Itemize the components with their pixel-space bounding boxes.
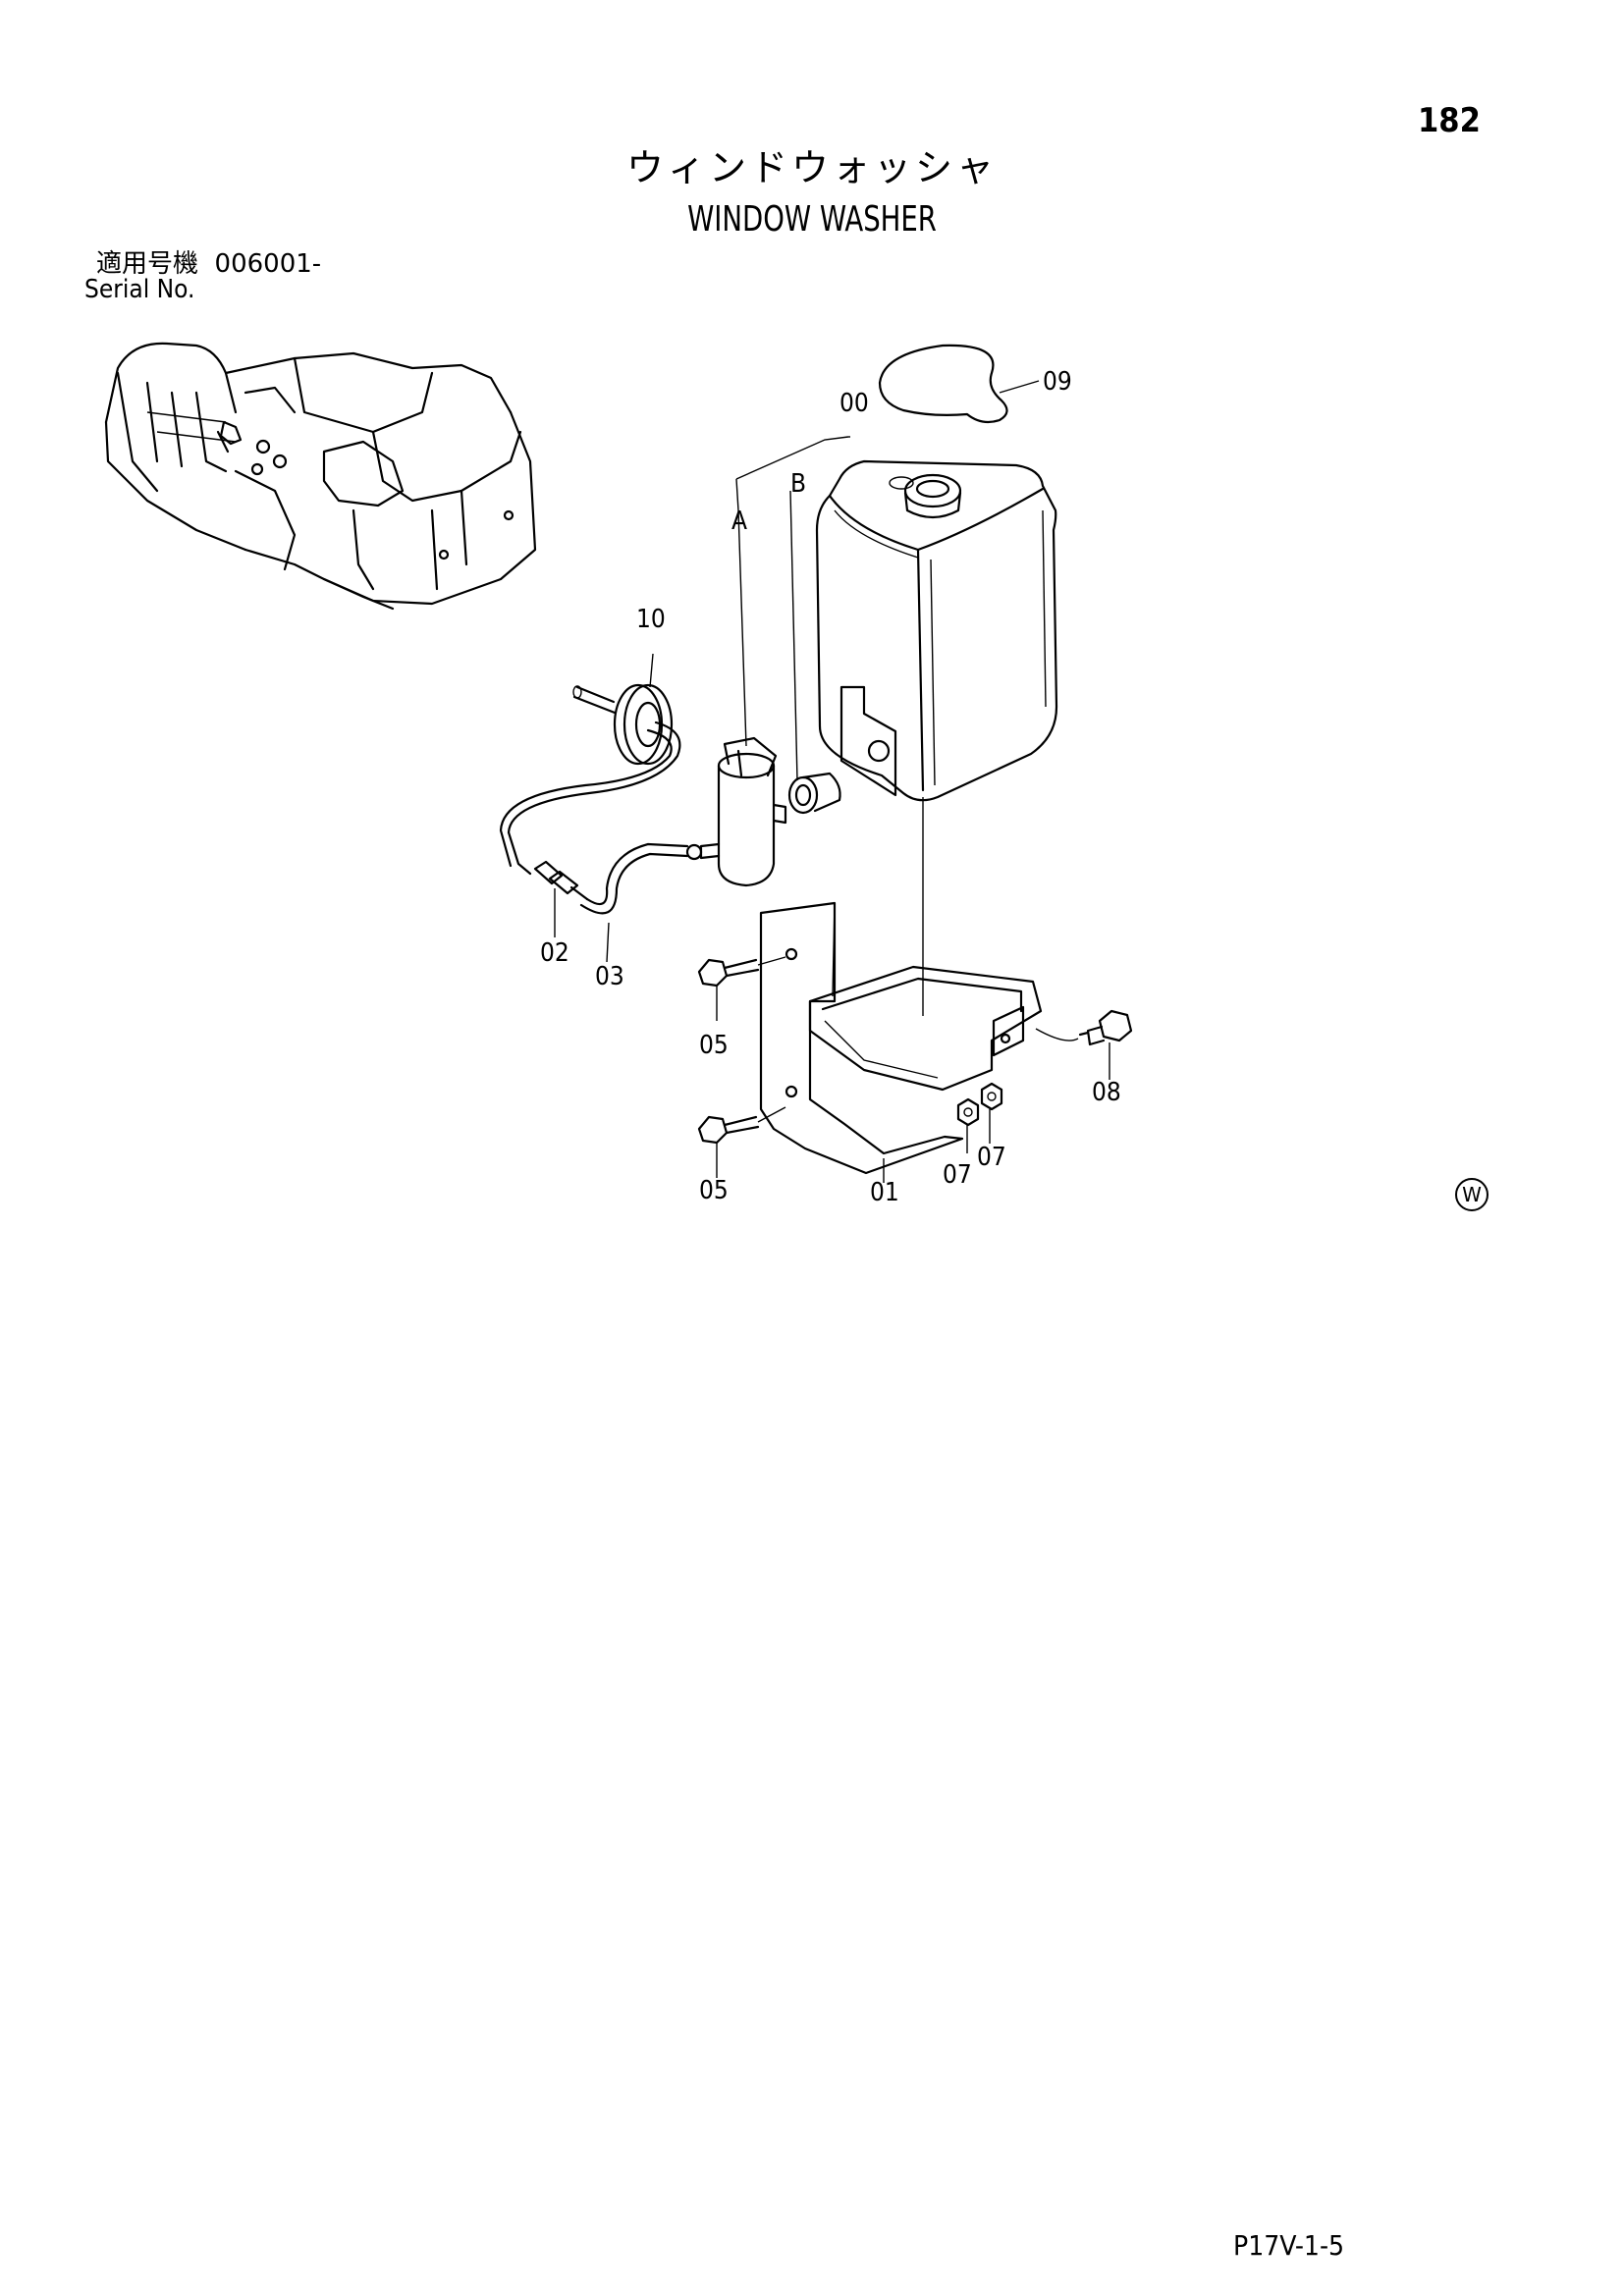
tank-lid-illustration — [878, 344, 1008, 424]
callout-07-right: 07 — [977, 1143, 1006, 1172]
callout-01: 01 — [870, 1178, 899, 1207]
callout-02: 02 — [540, 938, 569, 968]
serial-label-english: Serial No. — [84, 275, 195, 304]
excavator-overview-icon — [104, 342, 537, 611]
bolt-illustration — [697, 956, 786, 1145]
page-number: 182 — [1418, 101, 1481, 140]
washer-pump-illustration — [685, 736, 787, 887]
hose-line-illustration — [507, 721, 681, 876]
callout-00: 00 — [839, 389, 869, 418]
grommet-illustration — [787, 772, 841, 815]
callout-09: 09 — [1043, 367, 1072, 397]
callout-05-upper: 05 — [699, 1031, 729, 1060]
nut-illustration — [956, 1082, 1003, 1127]
callout-07-left: 07 — [943, 1160, 972, 1190]
callout-05-lower: 05 — [699, 1176, 729, 1205]
serial-range: 006001- — [214, 249, 322, 279]
hose-fitting-illustration — [533, 860, 589, 901]
callout-08: 08 — [1092, 1078, 1121, 1107]
leader-lines — [554, 436, 1110, 1183]
washer-tank-illustration — [815, 459, 1058, 802]
page-title-english: WINDOW WASHER — [687, 199, 937, 240]
hose-grommet-illustration — [572, 683, 674, 766]
mounting-bracket-illustration — [759, 797, 1043, 1175]
page-title-japanese: ウィンドウォッシャ — [625, 146, 998, 189]
serial-label-jp-text: 適用号機 — [96, 249, 199, 279]
serial-label-japanese: 適用号機 006001- — [96, 251, 321, 277]
bolt-08-illustration — [1035, 1009, 1133, 1046]
callout-10: 10 — [636, 605, 666, 634]
footer-code: P17V-1-5 — [1233, 2229, 1345, 2262]
callout-A: A — [731, 507, 747, 536]
callout-03: 03 — [595, 962, 624, 991]
callout-B: B — [790, 469, 807, 499]
washer-symbol-mark: W — [1455, 1178, 1489, 1211]
